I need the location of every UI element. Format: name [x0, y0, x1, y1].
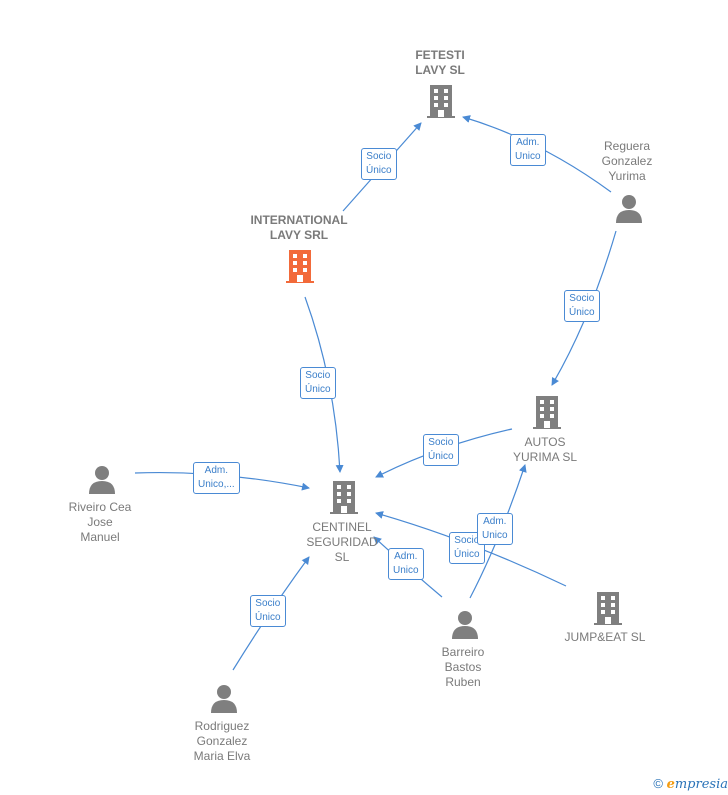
person-icon[interactable] [614, 193, 644, 223]
edge-label-intl-centinel[interactable]: Socio Único [300, 367, 336, 399]
edge-label-intl-fetesti[interactable]: Socio Único [361, 148, 397, 180]
edge-label-reguera-autos[interactable]: Socio Único [564, 290, 600, 322]
node-label-international[interactable]: INTERNATIONAL LAVY SRL [250, 213, 348, 242]
building-icon[interactable] [328, 479, 360, 515]
node-label-jumpeat[interactable]: JUMP&EAT SL [564, 630, 646, 644]
node-label-riveiro[interactable]: Riveiro Cea Jose Manuel [68, 500, 132, 544]
edge-label-jump-centinel[interactable]: Socio Único [449, 532, 485, 564]
person-icon[interactable] [450, 609, 480, 639]
brand-text: mpresia [674, 777, 728, 792]
brand-e: e [666, 777, 675, 792]
copyright-symbol: © [653, 776, 663, 791]
edge-label-rodriguez-centinel[interactable]: Socio Único [250, 595, 286, 627]
building-icon[interactable] [425, 83, 457, 119]
node-label-centinel[interactable]: CENTINEL SEGURIDAD SL [306, 520, 378, 564]
edge-label-barreiro-centinel[interactable]: Adm. Unico [388, 548, 424, 580]
node-label-rodriguez[interactable]: Rodriguez Gonzalez Maria Elva [193, 719, 251, 763]
edge-label-riveiro-centinel[interactable]: Adm. Unico,... [193, 462, 240, 494]
person-icon[interactable] [87, 464, 117, 494]
building-icon[interactable] [531, 394, 563, 430]
person-icon[interactable] [209, 683, 239, 713]
node-label-reguera[interactable]: Reguera Gonzalez Yurima [601, 139, 653, 183]
edge-label-reguera-fetesti[interactable]: Adm. Unico [510, 134, 546, 166]
building-icon-highlight[interactable] [284, 248, 316, 284]
node-label-fetesti[interactable]: FETESTI LAVY SL [415, 48, 465, 77]
copyright: © empresia [653, 776, 728, 792]
building-icon[interactable] [592, 590, 624, 626]
node-label-autos[interactable]: AUTOS YURIMA SL [512, 435, 578, 464]
edge-label-autos-centinel[interactable]: Socio Único [423, 434, 459, 466]
edge-label-barreiro-autos[interactable]: Adm. Unico [477, 513, 513, 545]
node-label-barreiro[interactable]: Barreiro Bastos Ruben [441, 645, 485, 689]
